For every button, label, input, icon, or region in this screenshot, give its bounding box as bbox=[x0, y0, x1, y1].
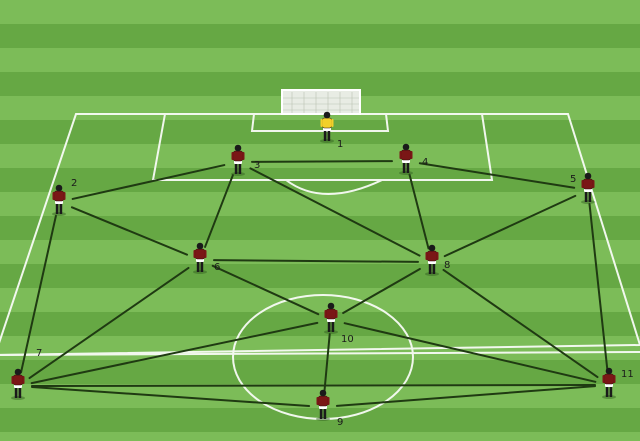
pass-link-2-6 bbox=[70, 206, 189, 256]
pass-link-6-8 bbox=[212, 259, 420, 263]
pass-link-4-8 bbox=[408, 173, 430, 250]
pass-link-9-11 bbox=[335, 385, 597, 407]
pass-link-6-7 bbox=[28, 266, 190, 380]
player-number-1: 1 bbox=[337, 139, 343, 150]
pass-link-10-9 bbox=[323, 332, 331, 395]
grass-stripe bbox=[0, 24, 640, 48]
penalty-arc bbox=[285, 179, 383, 195]
passing-links bbox=[20, 160, 609, 408]
pass-link-7-11 bbox=[30, 384, 596, 387]
player-11 bbox=[602, 367, 616, 399]
goalkeeper-figure bbox=[320, 111, 334, 143]
halfway-line bbox=[0, 351, 640, 356]
grass-stripe bbox=[0, 336, 640, 360]
pass-link-7-9 bbox=[30, 385, 311, 408]
pass-link-2-3 bbox=[71, 164, 226, 200]
grass-stripe bbox=[0, 240, 640, 264]
pass-link-5-11 bbox=[588, 202, 609, 373]
pass-link-7-10 bbox=[30, 321, 319, 385]
player-2 bbox=[52, 184, 66, 216]
pitch-markings bbox=[0, 113, 640, 420]
player-number-7: 7 bbox=[36, 348, 42, 359]
player-5 bbox=[581, 172, 595, 204]
grass-stripe bbox=[0, 48, 640, 72]
player-7 bbox=[11, 368, 25, 400]
grass-stripe bbox=[0, 144, 640, 168]
players: 1 2 3 4 5 6 7 8 9 10 11 bbox=[11, 111, 634, 428]
player-number-3: 3 bbox=[254, 160, 260, 171]
grass-stripe bbox=[0, 216, 640, 240]
player-number-2: 2 bbox=[71, 178, 77, 189]
center-circle bbox=[232, 294, 414, 420]
player-number-9: 9 bbox=[337, 417, 343, 428]
pass-link-3-8 bbox=[249, 167, 421, 257]
goal bbox=[281, 89, 361, 115]
player-number-6: 6 bbox=[214, 262, 220, 273]
player-number-8: 8 bbox=[444, 260, 450, 271]
pitch-boundary bbox=[0, 113, 640, 356]
pass-link-3-6 bbox=[204, 174, 234, 248]
pass-link-10-11 bbox=[343, 322, 597, 383]
player-number-10: 10 bbox=[341, 334, 354, 345]
pass-link-3-4 bbox=[250, 160, 394, 163]
pass-link-8-11 bbox=[442, 268, 599, 379]
player-number-4: 4 bbox=[422, 157, 428, 168]
player-4 bbox=[399, 143, 413, 175]
grass-stripe bbox=[0, 264, 640, 288]
player-number-5: 5 bbox=[570, 174, 576, 185]
grass-stripe bbox=[0, 288, 640, 312]
grass-stripe bbox=[0, 432, 640, 441]
pass-link-8-10 bbox=[342, 267, 421, 315]
player-6 bbox=[193, 242, 207, 274]
player-8 bbox=[425, 244, 439, 276]
grass-stripe bbox=[0, 360, 640, 384]
player-10 bbox=[324, 302, 338, 334]
grass-stripe bbox=[0, 0, 640, 24]
pass-link-5-8 bbox=[443, 194, 577, 258]
player-3 bbox=[231, 144, 245, 176]
pass-link-2-7 bbox=[20, 214, 57, 374]
penalty-area bbox=[151, 113, 494, 181]
player-number-11: 11 bbox=[621, 369, 634, 380]
six-yard-box bbox=[250, 113, 390, 132]
pass-link-4-5 bbox=[418, 162, 576, 189]
player-9 bbox=[316, 389, 330, 421]
pass-link-6-10 bbox=[211, 264, 320, 316]
